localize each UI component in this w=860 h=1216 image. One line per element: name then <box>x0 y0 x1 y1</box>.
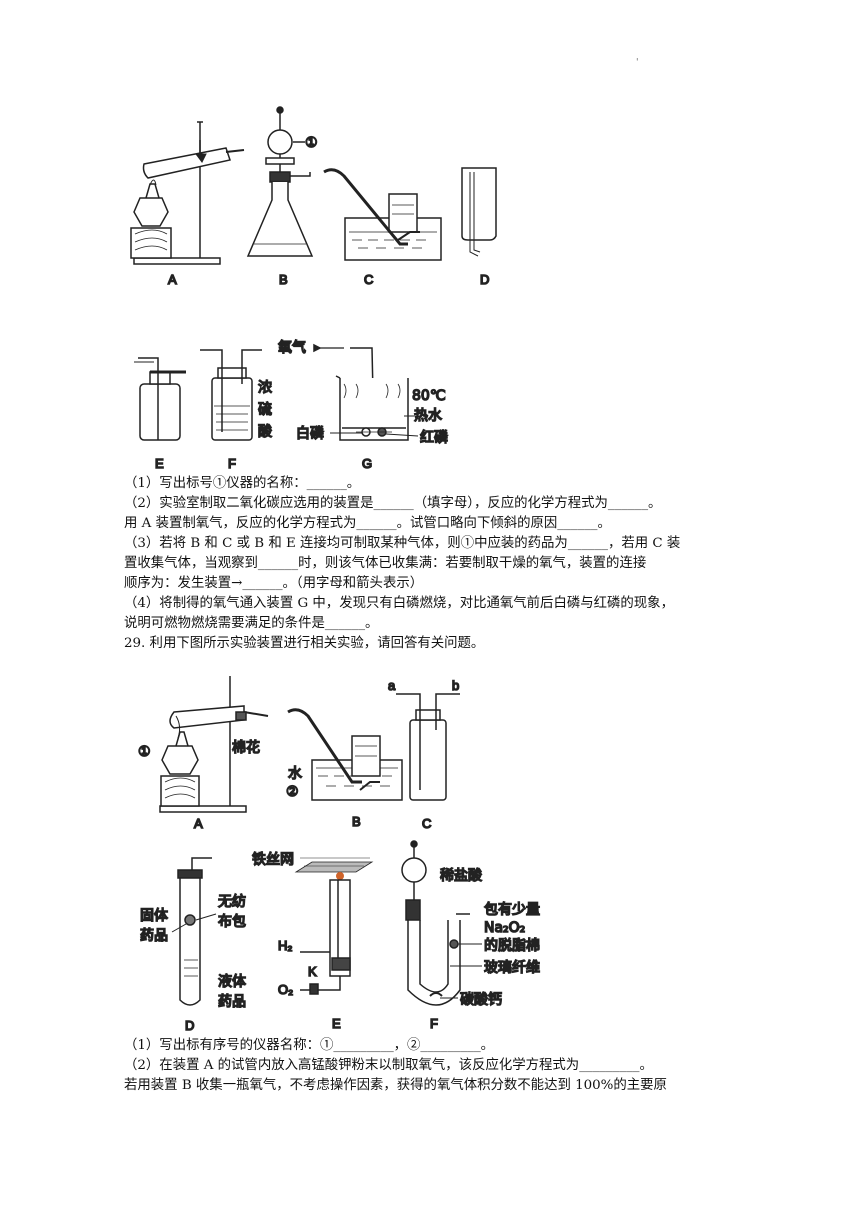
apparatus-g1 <box>313 343 409 441</box>
label-a2: A <box>194 816 203 831</box>
dilute-hcl-label: 稀盐酸 <box>440 868 482 884</box>
apparatus-d1 <box>461 167 497 257</box>
h2-label: H₂ <box>278 938 292 953</box>
q28-line-8: 说明可燃物燃烧需要满足的条件是______。 <box>124 616 379 631</box>
q28-line-4: （3）若将 B 和 C 或 B 和 E 连接均可制取某种气体，则①中应装的药品为… <box>124 536 681 551</box>
q28-line-7: （4）将制得的氧气通入装置 G 中，发现只有白磷燃烧，对比通氧气前后白磷与红磷的… <box>124 596 674 611</box>
conc-label-3: 酸 <box>258 424 272 440</box>
liquid-label-1: 液体 <box>218 974 246 990</box>
marker-1-fig1: ① <box>305 135 318 151</box>
label-b2: B <box>352 814 361 829</box>
temp-label: 80℃ <box>412 388 446 404</box>
solid-label-1: 固体 <box>140 908 168 924</box>
red-p-label: 红磷 <box>420 430 448 446</box>
label-b1: B <box>279 272 288 287</box>
apparatus-e1 <box>134 357 186 441</box>
o2-label: O₂ <box>278 982 293 997</box>
label-e1: E <box>155 456 164 471</box>
apparatus-b1 <box>246 106 314 257</box>
port-b-label: b <box>452 678 459 693</box>
apparatus-e2 <box>294 857 374 995</box>
solid-label-2: 药品 <box>140 928 168 944</box>
label-g1: G <box>362 456 372 471</box>
page-mark: ' <box>636 58 639 68</box>
apparatus-a2 <box>159 676 269 813</box>
iron-mesh-label: 铁丝网 <box>252 852 294 868</box>
na2o2-label-3: 的脱脂棉 <box>484 937 540 954</box>
apparatus-d2 <box>177 857 212 1006</box>
q28-line-6: 顺序为：发生装置→______。（用字母和箭头表示） <box>124 576 424 591</box>
k-label: K <box>308 964 317 979</box>
label-d1: D <box>480 272 489 287</box>
label-f2: F <box>430 1016 438 1031</box>
apparatus-b2 <box>287 708 403 801</box>
marker-1-fig2: ① <box>138 744 151 760</box>
q28-line-3: 用 A 装置制氧气，反应的化学方程式为______。试管口略向下倾斜的原因___… <box>124 516 611 531</box>
label-f1: F <box>228 456 236 471</box>
caco3-label: 碳酸钙 <box>460 992 502 1008</box>
port-a-label: a <box>388 678 396 693</box>
na2o2-label-2: Na₂O₂ <box>484 920 525 936</box>
nonwoven-label-2: 布包 <box>218 914 246 930</box>
apparatus-a1 <box>130 121 245 265</box>
label-e2: E <box>332 1016 341 1031</box>
hot-water-label: 热水 <box>414 408 442 424</box>
q28-line-1: （1）写出标号①仪器的名称：______。 <box>124 476 361 491</box>
q29-line-3: 若用装置 B 收集一瓶氧气，不考虑操作因素，获得的氧气体积分数不能达到 100%… <box>124 1078 667 1093</box>
oxygen-label: 氧气 <box>278 340 306 356</box>
glass-fiber-label: 玻璃纤维 <box>484 959 540 976</box>
label-c1: C <box>364 272 373 287</box>
white-p-label: 白磷 <box>296 426 324 442</box>
apparatus-f2 <box>401 840 470 1006</box>
q28-line-5: 置收集气体，当观察到______时，则该气体已收集满：若要制取干燥的氧气，装置的… <box>124 556 647 571</box>
liquid-label-2: 药品 <box>218 994 246 1010</box>
label-c2: C <box>422 816 431 831</box>
cotton-label: 棉花 <box>232 739 260 756</box>
label-a1: A <box>168 272 177 287</box>
q29-line-2: （2）在装置 A 的试管内放入高锰酸钾粉末以制取氧气，该反应化学方程式为____… <box>124 1058 653 1073</box>
q29-line-1: （1）写出标有序号的仪器名称：①_________，②_________。 <box>124 1038 495 1053</box>
apparatus-c2 <box>396 693 460 801</box>
conc-label-2: 硫 <box>258 402 272 418</box>
water-label: 水 <box>288 766 302 782</box>
apparatus-f1 <box>200 349 262 441</box>
q28-line-2: （2）实验室制取二氧化碳应选用的装置是______（填字母），反应的化学方程式为… <box>124 496 662 511</box>
conc-label-1: 浓 <box>258 380 272 396</box>
label-d2: D <box>185 1018 194 1033</box>
na2o2-label-1: 包有少量 <box>484 902 540 918</box>
q29-title: 29. 利用下图所示实验装置进行相关实验，请回答有关问题。 <box>124 636 485 651</box>
marker-2-fig2: ② <box>286 784 299 800</box>
apparatus-c1 <box>323 168 442 261</box>
nonwoven-label-1: 无纺 <box>218 894 246 910</box>
